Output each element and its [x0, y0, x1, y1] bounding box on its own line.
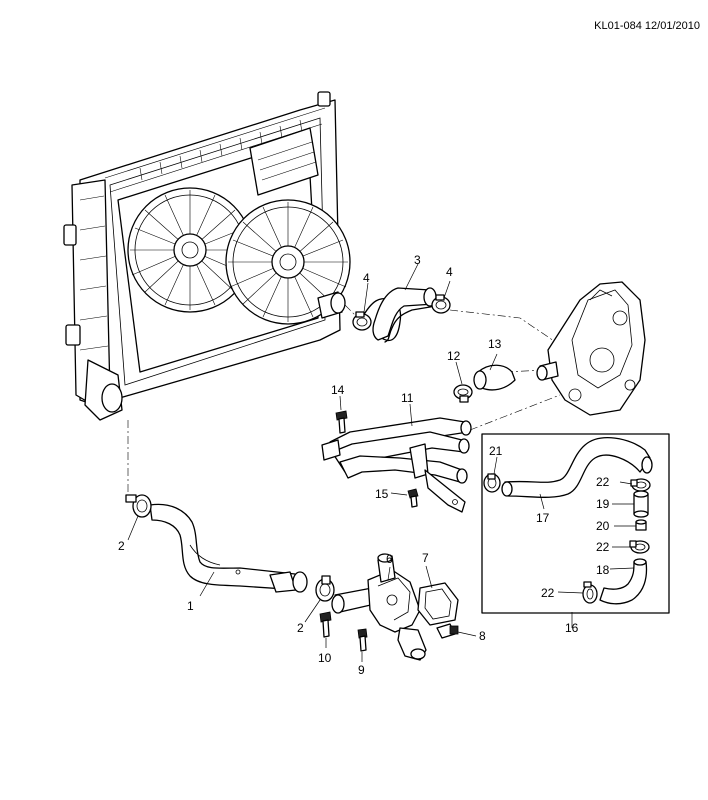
lower-radiator-hose [149, 503, 308, 593]
hose-clamp-4-right [431, 294, 451, 314]
hose-clamp-21 [483, 473, 501, 493]
upper-radiator-hose [361, 287, 437, 343]
callout-22-middle: 22 [596, 540, 610, 554]
radiator-fan-assembly [63, 91, 351, 421]
callout-18: 18 [596, 563, 610, 577]
callout-11: 11 [401, 391, 414, 405]
heater-hose-17 [501, 437, 653, 498]
water-pump-housing [536, 281, 646, 416]
callout-19: 19 [596, 497, 610, 511]
callout-20: 20 [596, 519, 610, 533]
hose-clamp-22-middle [629, 540, 650, 554]
callout-21: 21 [489, 444, 503, 458]
hose-connector-19 [633, 490, 649, 518]
bolt-10 [319, 611, 332, 638]
callout-6: 6 [386, 552, 393, 566]
callout-4-right: 4 [446, 265, 453, 279]
callout-3: 3 [414, 253, 421, 267]
bolt-9 [357, 628, 368, 652]
callout-9: 9 [358, 663, 365, 677]
water-pump-inlet-hose [473, 364, 516, 391]
callout-22-upper: 22 [596, 475, 610, 489]
thermostat-gasket [417, 582, 459, 626]
hose-restrictor-20 [635, 519, 647, 531]
bolt-14 [335, 410, 348, 434]
hose-clamp-12 [453, 384, 473, 403]
hose-kit-box [481, 433, 670, 614]
callout-2-lower: 2 [297, 621, 304, 635]
callout-16: 16 [565, 621, 579, 635]
hose-clamp-2-upper [125, 494, 152, 518]
callout-8: 8 [479, 629, 486, 643]
callout-12: 12 [447, 349, 461, 363]
callout-13: 13 [488, 337, 502, 351]
thermostat-housing [331, 553, 427, 661]
heater-hose-18 [599, 558, 648, 605]
callout-14: 14 [331, 383, 345, 397]
hose-clamp-2-lower [315, 575, 335, 602]
callout-4-left: 4 [363, 271, 370, 285]
callout-15: 15 [375, 487, 389, 501]
hose-clamp-22-upper [630, 478, 651, 492]
callout-7: 7 [422, 551, 429, 565]
bolt-15 [407, 488, 419, 508]
callout-1: 1 [187, 599, 194, 613]
leader-lines [127, 263, 636, 662]
callout-10: 10 [318, 651, 332, 665]
coolant-pipe-assembly [321, 417, 472, 513]
cooling-fan-right [225, 199, 351, 325]
callout-17: 17 [536, 511, 550, 525]
callout-2-upper: 2 [118, 539, 125, 553]
coolant-temp-sensor [436, 623, 459, 639]
callout-22-lower: 22 [541, 586, 555, 600]
hose-clamp-4-left [352, 311, 372, 331]
hose-clamp-22-lower [582, 581, 598, 604]
document-reference: KL01-084 12/01/2010 [594, 20, 700, 32]
